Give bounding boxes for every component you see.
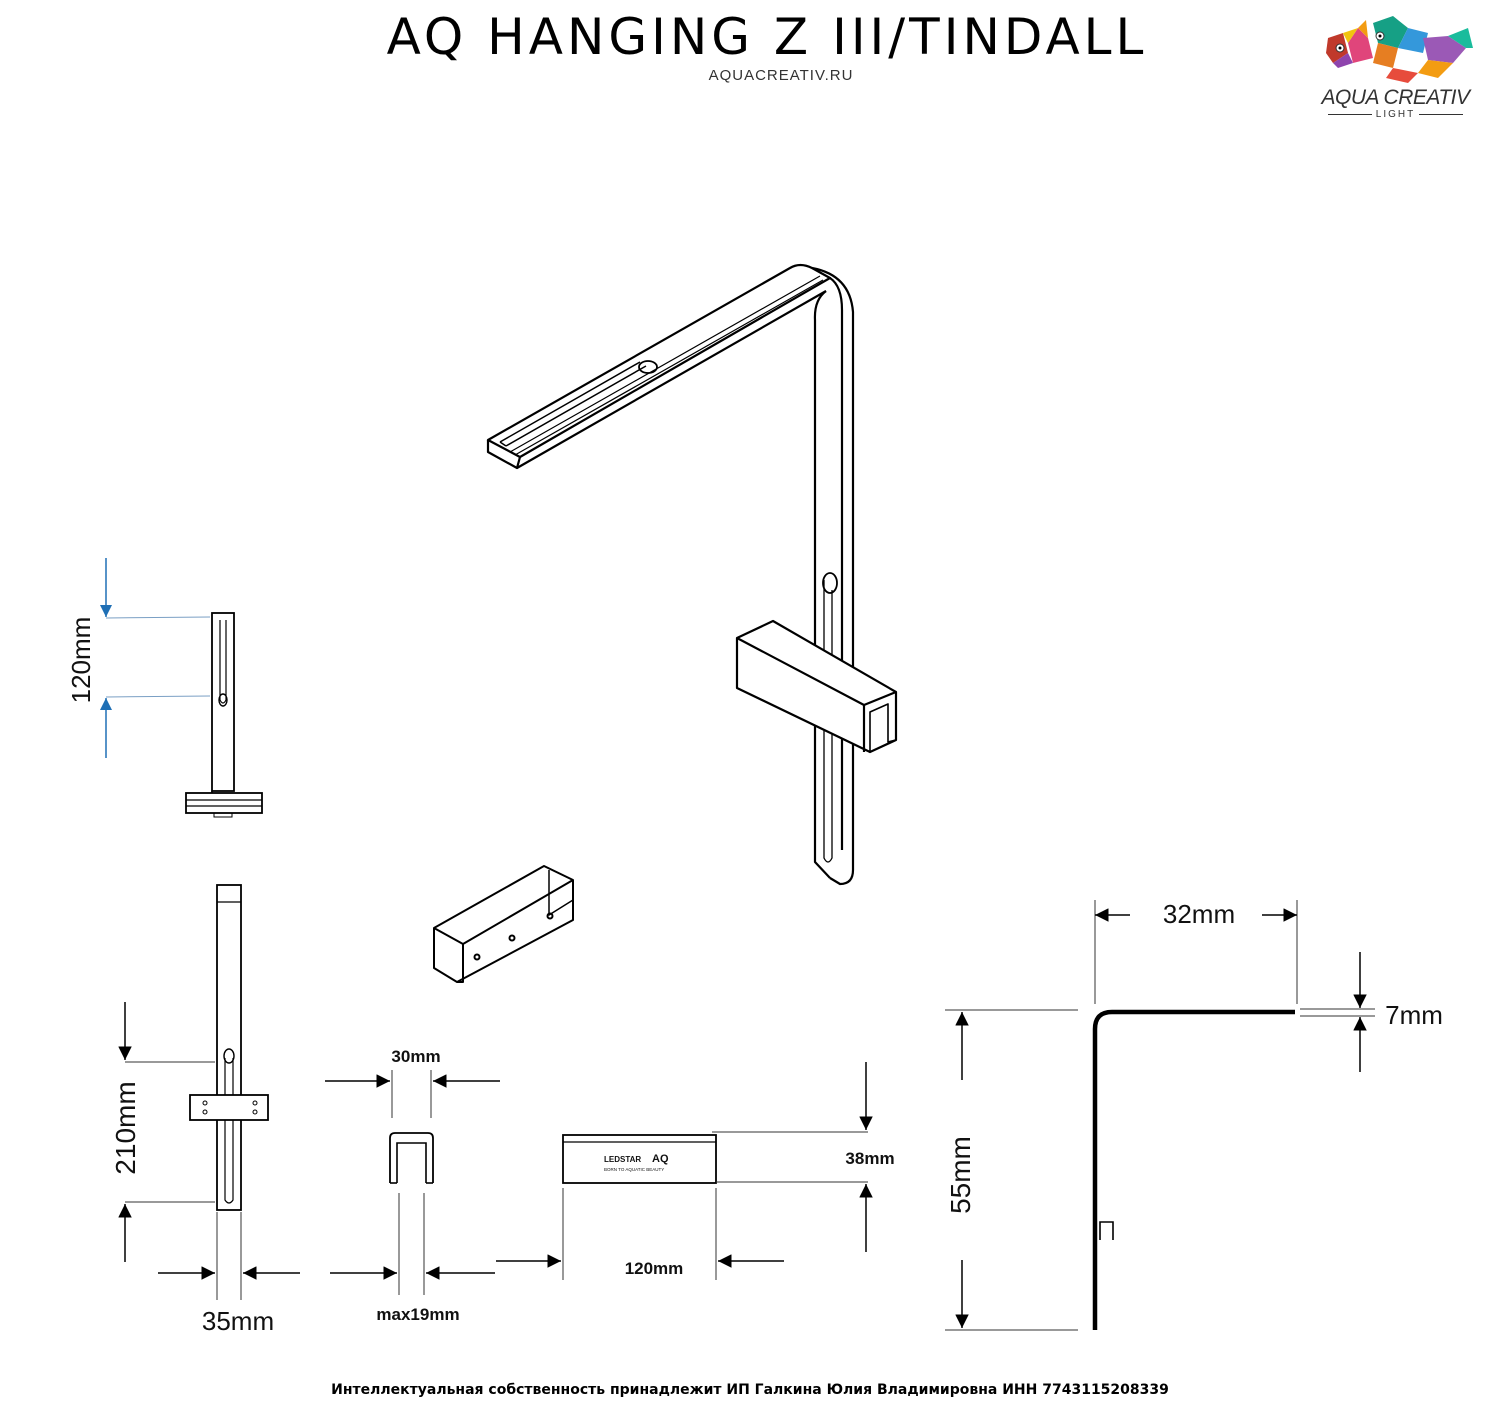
bracket-brand-label: LEDSTAR — [604, 1155, 641, 1164]
logo-tagline: LIGHT — [1318, 109, 1473, 120]
copyright-notice: Интеллектуальная собственность принадлеж… — [331, 1382, 1169, 1398]
bracket-model-label: AQ — [652, 1153, 669, 1165]
profile-width-label: 32mm — [1163, 899, 1235, 929]
profile-height-label: 55mm — [945, 1136, 976, 1214]
logo-name: AQUA CREATIV — [1321, 86, 1470, 109]
glass-max-label: max19mm — [376, 1305, 459, 1324]
aqua-creativ-logo-icon — [1326, 16, 1473, 83]
clamp-bracket-drawing — [433, 865, 574, 983]
website-url: AQUACREATIV.RU — [708, 67, 854, 84]
bracket-height-label: 38mm — [845, 1149, 894, 1168]
clamp-width-label: 30mm — [391, 1047, 440, 1066]
front-slot-length-label: 210mm — [110, 1081, 141, 1174]
page-title: AQ HANGING Z III/TINDALL — [386, 8, 1148, 66]
clamp-profile-drawing — [325, 1070, 500, 1295]
front-width-label: 35mm — [202, 1306, 274, 1336]
isometric-hanger-drawing — [486, 263, 898, 886]
front-view-drawing — [118, 884, 300, 1300]
side-view-drawing — [100, 558, 263, 818]
bracket-front-drawing — [496, 1062, 873, 1280]
l-profile-drawing — [945, 900, 1375, 1331]
side-slot-length-label: 120mm — [66, 617, 96, 704]
profile-thickness-label: 7mm — [1385, 1000, 1443, 1030]
bracket-length-label: 120mm — [625, 1259, 684, 1278]
bracket-slogan-label: BORN TO AQUATIC BEAUTY — [604, 1167, 664, 1172]
